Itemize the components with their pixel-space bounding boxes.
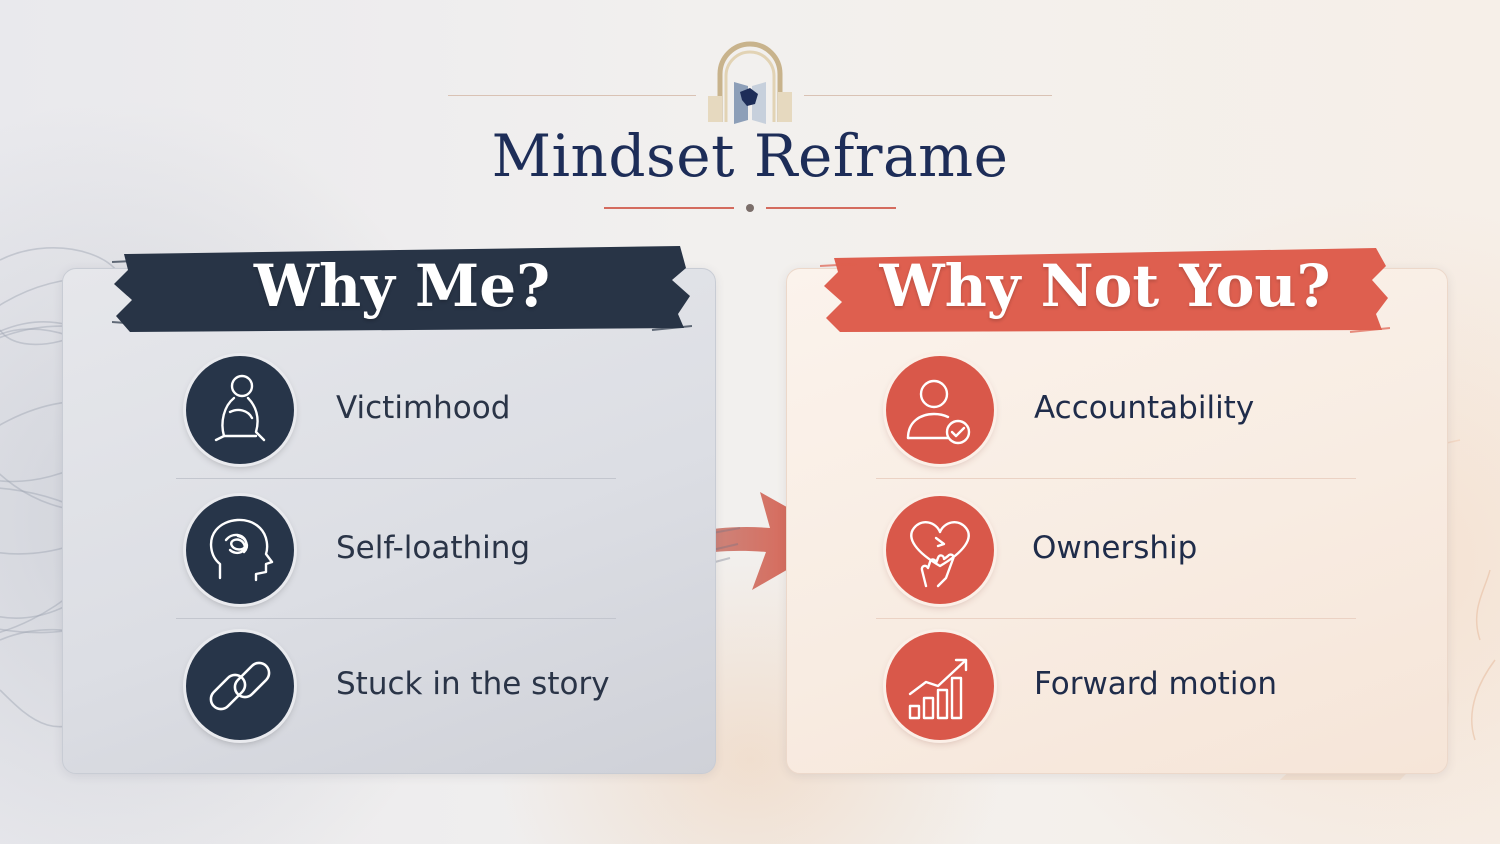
header-rule-left (448, 95, 696, 96)
title-underline-left (604, 207, 734, 209)
list-item-self-loathing: Self-loathing (186, 490, 686, 610)
tangled-mind-icon (186, 496, 294, 604)
heart-hand-icon (886, 496, 994, 604)
why-not-you-heading: Why Not You? (879, 252, 1331, 320)
brush-stroke-dark (112, 246, 692, 332)
why-me-heading: Why Me? (253, 252, 551, 320)
list-item-victimhood: Victimhood (186, 350, 686, 470)
title-underline-right (766, 207, 896, 209)
archway-emblem-icon (708, 41, 792, 124)
right-divider-2 (876, 618, 1356, 619)
forward-motion-label: Forward motion (1034, 666, 1278, 702)
header-rule-right (804, 95, 1052, 96)
list-item-ownership: Ownership (886, 490, 1406, 610)
panel-why-me (62, 268, 716, 774)
growth-chart-icon (886, 632, 994, 740)
self-loathing-label: Self-loathing (336, 530, 531, 566)
sitting-person-icon (186, 356, 294, 464)
list-item-stuck-in-the-story: Stuck in the story (186, 626, 686, 746)
chain-link-icon (186, 632, 294, 740)
accountability-label: Accountability (1034, 390, 1255, 426)
person-check-icon (886, 356, 994, 464)
left-divider-1 (176, 478, 616, 479)
right-divider-1 (876, 478, 1356, 479)
victimhood-label: Victimhood (336, 390, 511, 426)
list-item-forward-motion: Forward motion (886, 626, 1406, 746)
page-title: Mindset Reframe (491, 122, 1009, 190)
ownership-label: Ownership (1032, 530, 1198, 566)
list-item-accountability: Accountability (886, 350, 1406, 470)
brush-stroke-coral (820, 248, 1390, 333)
stuck-in-the-story-label: Stuck in the story (336, 666, 610, 702)
left-divider-2 (176, 618, 616, 619)
title-underline-dot (746, 204, 754, 212)
